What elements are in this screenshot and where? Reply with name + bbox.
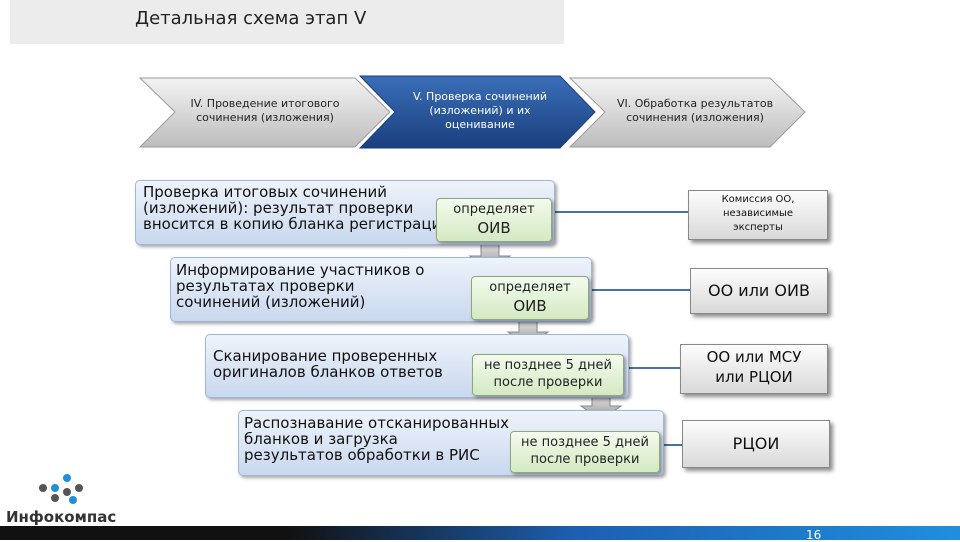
responsible-box-4: РЦОИ [682,420,830,468]
page-title: Детальная схема этап V [135,8,367,29]
responsible-box-2: ОО или ОИВ [690,268,828,314]
page-number: 16 [806,528,822,542]
infokompas-logo-icon [39,474,83,504]
step-text-1: Проверка итоговых сочинений(изложений): … [143,183,452,233]
chevron-step-4 [138,77,391,148]
logo-text: Инфокомпас [6,508,117,526]
chevron-step-5 [358,75,596,149]
title-bar [10,0,564,44]
chevron-step-6 [568,77,806,148]
footer-bar [0,526,960,540]
